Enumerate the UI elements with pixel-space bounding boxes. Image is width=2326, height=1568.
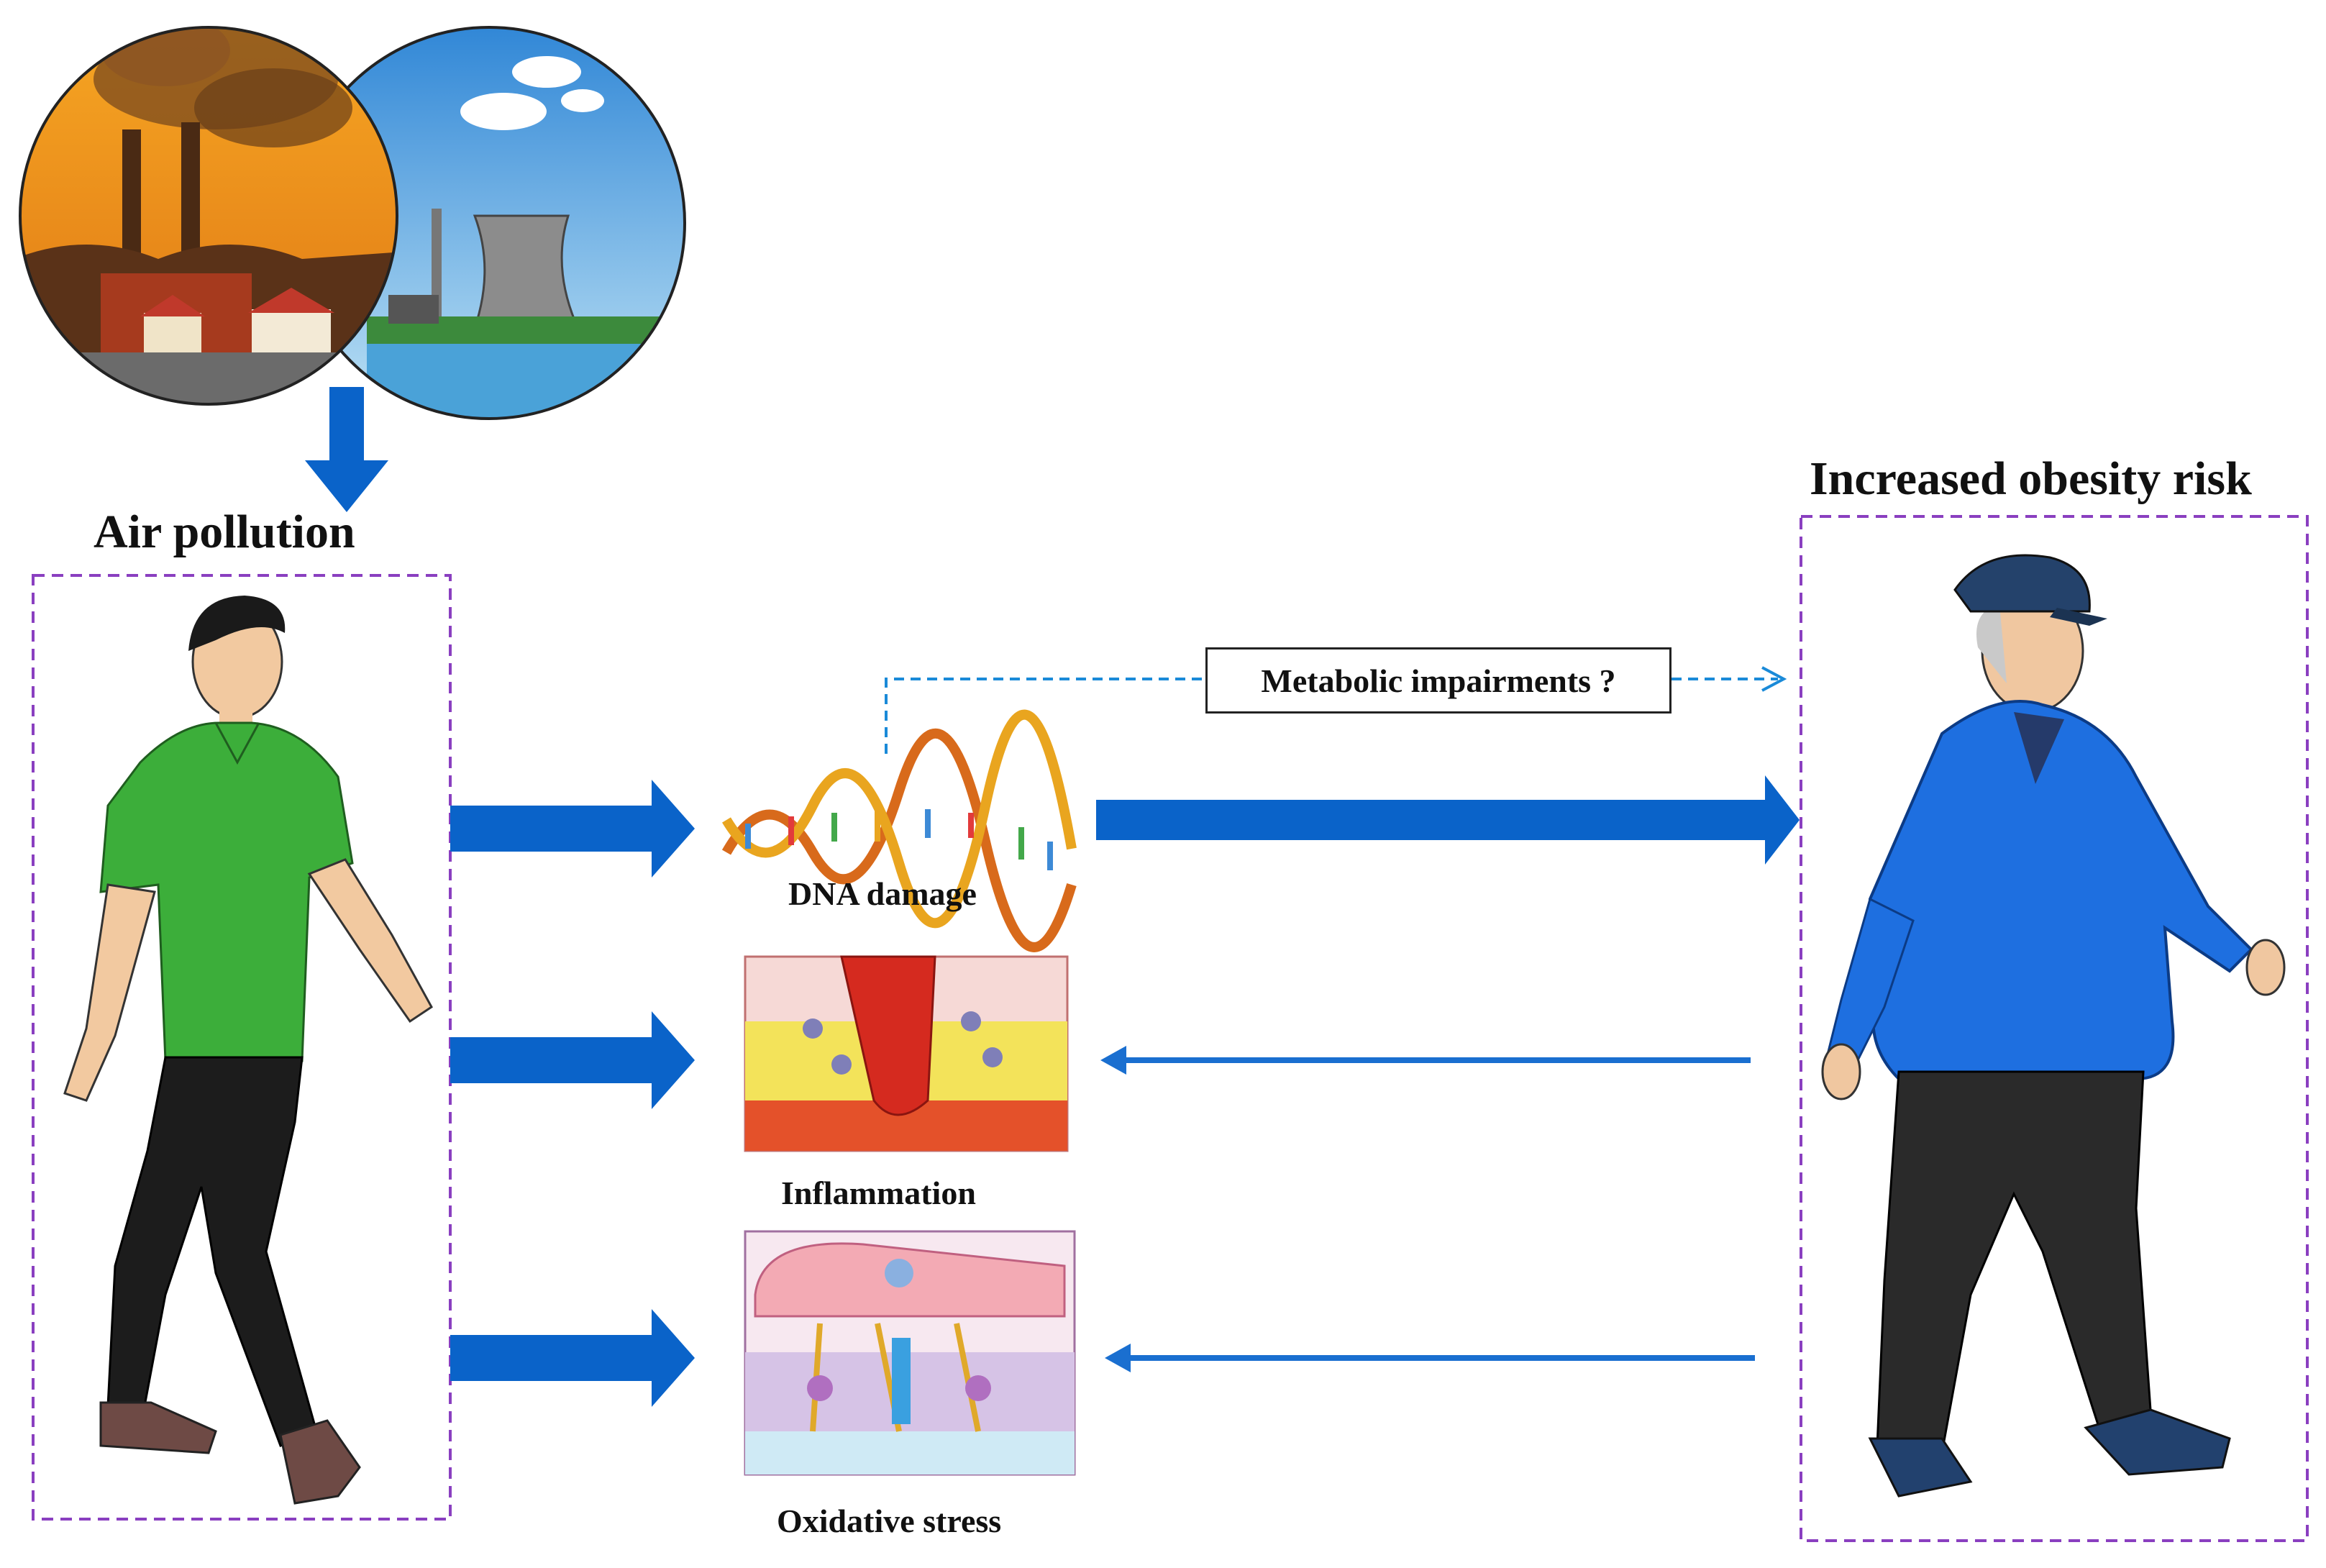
arrow-to-dna [450,780,695,878]
cell-layer-icon [744,1230,1076,1476]
inflammation-label: Inflammation [781,1175,976,1211]
oxidative-stress-label: Oxidative stress [777,1503,1002,1539]
arrows-obesity-to-mechanisms [1100,1046,1755,1372]
arrows-left-to-mechanisms [450,780,695,1407]
walking-older-man-icon [1821,554,2286,1498]
obesity-risk-title: Increased obesity risk [1810,452,2252,505]
factory-and-power-plant-icon [19,26,686,420]
arrow-to-inflammation [450,1011,695,1109]
inflamed-tissue-icon [744,955,1069,1152]
right-dashed-box [1800,515,2309,1542]
air-pollution-title: Air pollution [94,506,355,558]
arrow-to-oxidative [450,1309,695,1407]
dna-helix-icon [721,709,1077,952]
arrow-dna-to-obesity [1096,775,1800,865]
walking-young-man-icon [63,596,433,1505]
dashed-mediator-path [885,666,1787,754]
metabolic-impairments-box: Metabolic impairments ? [1205,647,1671,714]
down-arrow [305,387,388,512]
dna-damage-label: DNA damage [788,875,977,912]
